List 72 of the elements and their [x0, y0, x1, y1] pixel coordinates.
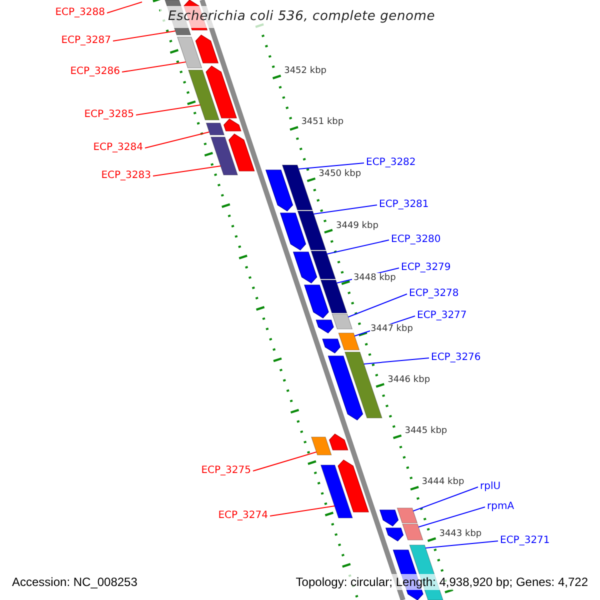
- gene-box: [310, 436, 332, 456]
- gene-label: ECP_3288: [55, 7, 105, 19]
- gene-box: [188, 70, 220, 120]
- gene-label: ECP_3276: [431, 352, 481, 364]
- gene-label: ECP_3275: [201, 465, 251, 477]
- gene-label: ECP_3271: [500, 535, 550, 547]
- gene-feature: [265, 170, 294, 212]
- gene-label: ECP_3281: [379, 199, 429, 211]
- gene-feature: [316, 320, 334, 334]
- gene-label: ECP_3283: [101, 170, 151, 182]
- gene-feature: [195, 34, 219, 64]
- leader-line: [418, 506, 486, 528]
- gene-label: ECP_3287: [61, 35, 111, 47]
- gene-box: [344, 352, 382, 418]
- gene-box: [206, 122, 225, 136]
- gene-feature: [385, 528, 404, 542]
- scale-label: 3448 kbp: [352, 273, 397, 283]
- scale-label: 3447 kbp: [370, 324, 414, 334]
- gene-label: ECP_3280: [391, 234, 441, 246]
- gene-label: ECP_3286: [70, 66, 120, 78]
- gene-feature: [338, 460, 369, 512]
- gene-feature: [280, 212, 306, 250]
- gene-label: ECP_3277: [417, 310, 467, 322]
- leader-line: [412, 486, 478, 512]
- scale-label: 3450 kbp: [318, 169, 362, 179]
- gene-box: [320, 280, 348, 314]
- gene-box: [402, 524, 424, 540]
- gene-box: [176, 36, 202, 68]
- scale-label: 3451 kbp: [300, 117, 345, 127]
- leader-line: [112, 30, 176, 42]
- gene-feature: [206, 66, 237, 118]
- scale-label: 3449 kbp: [335, 221, 380, 231]
- leader-line: [298, 162, 364, 170]
- gene-box: [320, 464, 353, 518]
- scale-label: 3444 kbp: [420, 477, 466, 487]
- gene-feature: [292, 252, 318, 284]
- leader-line: [252, 452, 317, 472]
- gene-label: ECP_3278: [409, 288, 459, 300]
- scale-label: 3452 kbp: [283, 66, 328, 76]
- gene-box: [396, 508, 418, 524]
- leader-line: [326, 240, 390, 254]
- gene-feature: [329, 434, 348, 450]
- gene-feature: [228, 134, 255, 172]
- gene-box: [338, 332, 360, 350]
- leader-line: [270, 506, 335, 516]
- gene-box: [297, 210, 326, 250]
- gene-box: [332, 314, 353, 330]
- scale-label: 3443 kbp: [438, 529, 483, 539]
- gene-label: rpmA: [487, 501, 514, 513]
- leader-line: [363, 358, 430, 364]
- scale-label: 3446 kbp: [386, 375, 432, 385]
- gene-box: [310, 250, 336, 280]
- leader-line: [136, 104, 201, 116]
- scale-label: 3445 kbp: [404, 426, 448, 436]
- gene-label: ECP_3284: [93, 142, 143, 154]
- gene-feature: [328, 356, 364, 420]
- leader-line: [106, 2, 142, 14]
- leader-line: [313, 204, 378, 214]
- leader-line: [348, 294, 408, 318]
- gene-label: ECP_3279: [401, 262, 451, 274]
- gene-feature: [224, 118, 242, 132]
- gene-feature: [379, 510, 399, 526]
- gene-label: ECP_3274: [218, 510, 268, 522]
- gene-label: ECP_3285: [84, 109, 134, 121]
- gene-feature: [322, 338, 341, 354]
- leader-line: [144, 132, 210, 148]
- gene-label: rplU: [480, 481, 501, 493]
- gene-box: [282, 164, 313, 210]
- leader-line: [122, 62, 186, 72]
- gene-label: ECP_3282: [366, 157, 416, 169]
- leader-line: [425, 540, 498, 548]
- leader-line: [152, 166, 222, 176]
